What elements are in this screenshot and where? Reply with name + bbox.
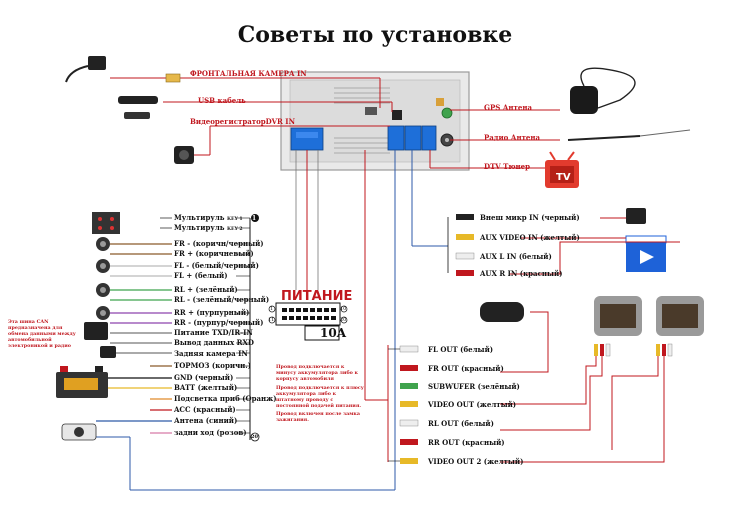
dvr-label: ВидеорегистраторDVR IN: [190, 117, 295, 126]
wire-label: Подсветка приб (Оранж): [174, 394, 277, 403]
tv-tuner-icon: [545, 151, 579, 188]
acc-note: Провод включен после замка зажигания.: [276, 411, 360, 423]
av-in-plugs: [447, 214, 475, 276]
wire-label: FL + (белый): [174, 271, 228, 280]
pin-badge-1: 1: [252, 215, 257, 222]
gnd-note: Провод подключается к минусу аккумулятор…: [276, 364, 359, 382]
dash-light-image: [61, 423, 97, 441]
av-in-label: Внеш микр IN (черный): [480, 213, 580, 222]
radio-antenna-image: [567, 129, 691, 141]
wire-label: FL - (белый/черный): [174, 261, 259, 270]
power-connector: [268, 302, 348, 341]
pin-number: 20: [340, 317, 347, 323]
av-out-label: SUBWUFER (зелёный): [428, 382, 520, 391]
power-label: ПИТАНИЕ: [281, 289, 353, 304]
fuse-label: 10A: [320, 326, 347, 340]
av-out-plugs: [388, 345, 419, 464]
main-connector: [290, 127, 324, 151]
external-mic-camera-image: [600, 208, 646, 224]
wire-label: RL + (зелёный): [174, 285, 238, 294]
front-camera-label: ФРОНТАЛЬНАЯ КАМЕРА IN: [190, 69, 307, 78]
rear-camera-image: [100, 346, 116, 358]
gps-antenna-image: [570, 67, 636, 114]
av-in-label: AUX VIDEO IN (желтый): [480, 233, 580, 242]
av-in-label: AUX L IN (белый): [480, 252, 552, 261]
subwoofer-image: [480, 302, 524, 322]
pin-badge-20: 20: [251, 434, 258, 440]
can-box-image: [84, 322, 108, 340]
av-out-label: VIDEO OUT (желтый): [428, 400, 517, 409]
wire-label: ТОРМОЗ (коричн.): [174, 361, 252, 370]
left-wire-stubs: [96, 217, 172, 434]
wire-label: задни ход (розов): [174, 428, 247, 437]
pin-number: 11: [268, 317, 275, 323]
dtv-label: DTV Тюнер: [484, 162, 531, 171]
video-clapper-icon: [625, 235, 667, 272]
wire-label: BATT (желтый): [174, 383, 238, 392]
av-out-label: VIDEO OUT 2 (желтый): [428, 457, 524, 466]
tv-icon-text: TV: [556, 172, 571, 183]
wire-label: Антена (синий): [174, 416, 238, 425]
rca-plugs: [594, 343, 673, 357]
av-out-label: FL OUT (белый): [428, 345, 494, 354]
usb-label: USB кабель: [198, 96, 246, 105]
radio-label: Радио Антена: [484, 133, 541, 142]
wire-label: FR - (коричн/черный): [174, 239, 264, 248]
wire-label: ACC (красный): [174, 405, 236, 414]
head-unit-rear: [280, 71, 470, 171]
wire-label: Питание TXD/IR-IN: [174, 328, 253, 337]
av-in-label: AUX R IN (красный): [480, 269, 563, 278]
wire-label: GND (черный): [174, 373, 234, 382]
wire-label: FR + (коричневый): [174, 249, 254, 258]
wire-label: Задняя камера IN: [174, 349, 248, 358]
av-out-label: FR OUT (красный): [428, 364, 504, 373]
front-camera-image: [65, 56, 181, 83]
wire-label: Мультируль KEY 2: [174, 223, 243, 232]
pin-number: 1: [270, 306, 274, 312]
av-out-label: RL OUT (белый): [428, 419, 494, 428]
wire-label: Мультируль KEY 1: [174, 213, 243, 222]
diagram-title: Советы по установке: [237, 22, 513, 48]
pin-number: 10: [340, 306, 347, 312]
batt-note: Провод подключается к плюсу аккумулятора…: [276, 385, 364, 409]
dvr-image: [174, 146, 194, 164]
can-bus-note: Эта шина CAN предназначена для обмена да…: [8, 319, 76, 349]
wire-label: RR + (пурпурный): [174, 308, 250, 317]
steering-keys-image: [92, 212, 120, 234]
wire-label: RL - (зелёный/черный): [174, 295, 270, 304]
wire-label: RR - (пурпур/черный): [174, 318, 264, 327]
speaker-icon: [96, 237, 110, 320]
wire-label: Вывод данных RXD: [174, 338, 254, 347]
av-out-label: RR OUT (красный): [428, 438, 505, 447]
headrest-monitor-image: [594, 296, 704, 336]
gps-label: GPS Антена: [484, 103, 533, 112]
battery-image: [56, 366, 108, 398]
usb-cable-image: [118, 96, 158, 119]
